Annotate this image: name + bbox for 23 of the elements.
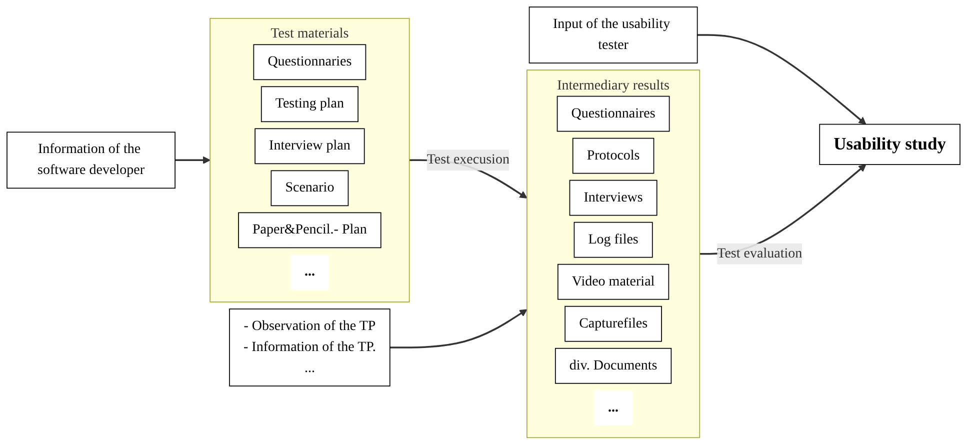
node-box: Paper&Pencil.- Plan (238, 212, 382, 248)
node-box: div. Documents (554, 348, 672, 384)
edge-label: Test execusion (426, 152, 510, 168)
node-box: Usability study (819, 124, 960, 166)
node-box: Log files (574, 222, 653, 258)
node-box: Scenario (270, 170, 349, 206)
node-box: Testing plan (260, 86, 358, 122)
node-box: Interview plan (254, 128, 365, 164)
node-box: Information of the software developer (6, 132, 176, 189)
arrow (697, 34, 866, 125)
edge-label: Test evaluation (717, 246, 802, 262)
arrow (175, 156, 210, 164)
node-box: Video material (557, 264, 670, 300)
node-box: ... (594, 390, 633, 426)
node-box: Protocols (572, 138, 654, 174)
node-box: ... (290, 254, 329, 290)
node-box: - Observation of the TP - Information of the TP. ... (229, 308, 390, 387)
node-box: Input of the usability tester (528, 6, 698, 64)
node-box: Interviews (569, 180, 658, 216)
node-box: Questionnaires (556, 96, 670, 132)
node-box: Capturefiles (564, 306, 662, 342)
arrow (390, 309, 528, 349)
node-box: Questionnaries (253, 44, 366, 80)
